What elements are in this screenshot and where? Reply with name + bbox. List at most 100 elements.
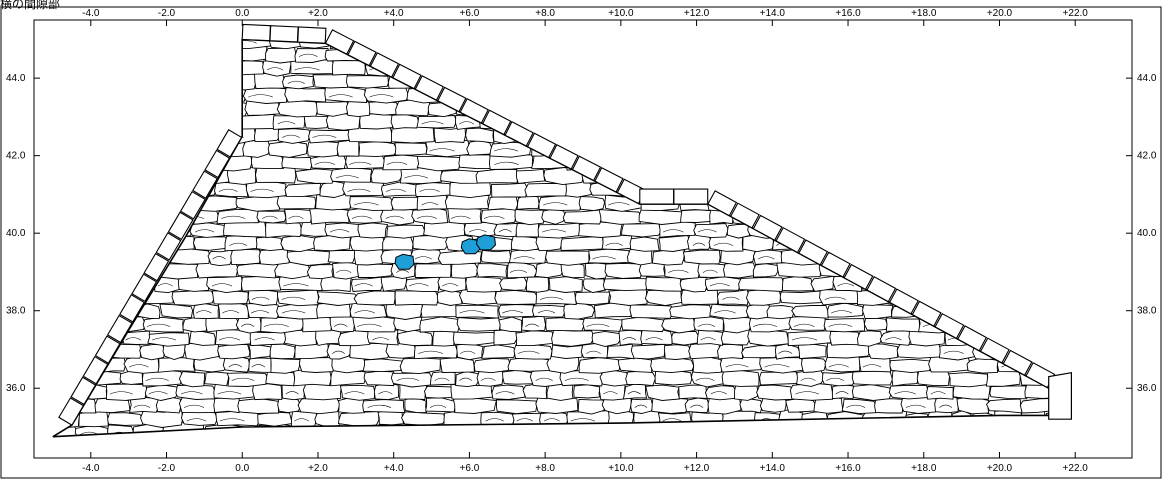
wall-stone: [1032, 209, 1057, 225]
wall-stone: [644, 289, 683, 307]
wall-stone: [800, 87, 825, 104]
stone-crack-line: [838, 161, 857, 165]
wall-stone: [759, 371, 800, 386]
wall-stone: [944, 60, 978, 76]
wall-stone: [711, 46, 735, 61]
wall-stone: [830, 233, 871, 251]
stone-crack-line: [779, 67, 798, 71]
wall-stone: [680, 209, 713, 223]
wall-stone: [857, 330, 883, 347]
wall-stone: [145, 196, 174, 211]
stone-crack-line: [553, 121, 572, 125]
x-tick-label-bottom-3: +2.0: [308, 463, 328, 474]
wall-stone: [717, 156, 753, 171]
coping-stone: [481, 109, 512, 136]
wall-stone: [206, 275, 243, 294]
wall-stone: [974, 39, 1019, 50]
plot-frame: [33, 19, 1133, 459]
wall-stone: [645, 384, 681, 401]
wall-stone: [823, 166, 858, 184]
wall-stone: [598, 209, 642, 225]
wall-stone: [315, 101, 351, 117]
wall-stone: [139, 343, 165, 361]
coping-stone: [888, 288, 919, 315]
wall-stone: [52, 99, 71, 117]
stone-crack-line: [546, 134, 562, 138]
stone-crack-line: [99, 242, 116, 246]
y-tick-label-right-3: 42.0: [1137, 151, 1157, 162]
wall-stone: [819, 288, 860, 306]
wall-stone: [1046, 167, 1057, 183]
wall-stone: [689, 425, 728, 437]
stone-crack-line: [100, 283, 117, 287]
wall-stone: [135, 166, 161, 185]
coping-stone: [673, 188, 709, 205]
wall-stone: [248, 344, 272, 360]
wall-stone: [370, 168, 404, 184]
y-tick-label-left-2: 40.0: [6, 228, 26, 239]
coping-stone: [143, 252, 170, 282]
wall-stone: [79, 111, 107, 130]
stone-crack-line: [266, 67, 284, 71]
wall-stone: [584, 262, 609, 280]
stone-crack-line: [277, 121, 296, 125]
wall-stone: [74, 342, 101, 360]
wall-stone: [52, 210, 83, 225]
wall-stone: [144, 384, 179, 401]
wall-stone: [303, 114, 329, 129]
y-tick-label-right-1: 38.0: [1137, 306, 1157, 317]
wall-stone: [394, 142, 428, 156]
stone-crack-line: [846, 404, 866, 408]
wall-stone: [53, 329, 85, 345]
stone-crack-line: [196, 310, 212, 314]
wall-stone: [976, 209, 1009, 225]
wall-stone: [189, 331, 216, 346]
stone-crack-line: [584, 121, 600, 125]
stone-crack-line: [960, 310, 977, 314]
stone-crack-line: [495, 391, 515, 395]
coping-stone: [752, 214, 783, 241]
stone-crack-line: [930, 391, 946, 395]
wall-stone: [390, 39, 415, 49]
wall-stone: [616, 47, 656, 64]
stone-crack-line: [263, 323, 289, 327]
stone-crack-line: [180, 391, 203, 395]
stone-crack-line: [730, 175, 748, 179]
stone-crack-line: [386, 161, 408, 165]
wall-stone: [775, 47, 807, 63]
wall-stone: [1011, 169, 1049, 184]
stone-crack-line: [396, 377, 420, 381]
wall-stone: [270, 357, 301, 374]
wall-stone: [433, 39, 477, 49]
wall-stone: [909, 195, 953, 211]
wall-stone: [1036, 315, 1057, 334]
wall-stone: [142, 74, 168, 90]
wall-stone: [826, 44, 868, 63]
wall-stone: [904, 412, 931, 428]
x-tick-label-top-7: +10.0: [608, 8, 634, 19]
stone-crack-line: [1016, 53, 1032, 57]
stone-crack-line: [651, 121, 667, 125]
stone-crack-line: [787, 107, 808, 111]
stone-crack-line: [52, 269, 63, 273]
wall-stone: [916, 424, 948, 437]
wall-stone: [133, 221, 163, 238]
stone-crack-line: [995, 296, 1009, 300]
stone-crack-line: [332, 350, 345, 354]
stone-crack-line: [1011, 242, 1036, 246]
stone-crack-line: [714, 310, 736, 314]
wall-stone: [813, 222, 856, 238]
wall-stone: [839, 39, 876, 50]
stone-crack-line: [725, 107, 743, 111]
stone-crack-line: [1024, 283, 1050, 287]
stone-crack-line: [885, 337, 902, 341]
wall-stone: [574, 291, 612, 306]
stone-crack-line: [517, 350, 540, 354]
wall-stone: [74, 154, 105, 170]
wall-stone: [255, 236, 284, 252]
stone-crack-line: [668, 269, 689, 273]
wall-stone: [52, 46, 84, 63]
wall-stone: [1068, 331, 1098, 345]
wall-stone: [528, 100, 564, 117]
wall-stone: [455, 304, 499, 319]
